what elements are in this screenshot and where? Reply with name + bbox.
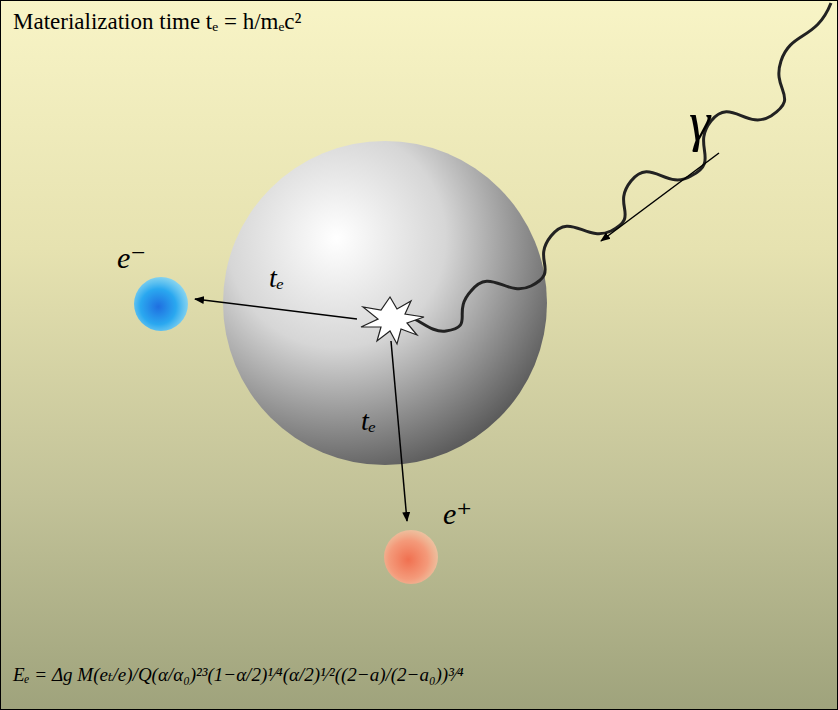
interaction-burst — [361, 297, 424, 344]
photon-wave — [396, 3, 831, 331]
nucleus-sphere — [223, 141, 547, 465]
positron-ball — [384, 530, 438, 584]
particle-label: e⁻ — [117, 241, 146, 274]
time-label: tₑ — [269, 263, 284, 294]
formula-caption: Eₑ = Δg M(eₜ/e)/Q(α/α₀)²³(1−α/2)¹⁄⁴(α/2)… — [13, 665, 464, 686]
particle-label: e⁺ — [443, 497, 472, 530]
positron-path-arrow — [391, 341, 407, 521]
electron-path-arrow — [195, 299, 357, 319]
heading-text: Materialization time tₑ = h/mₑc² — [13, 9, 301, 34]
photon-pointer-arrow — [601, 153, 719, 241]
time-label: tₑ — [361, 406, 376, 437]
electron-ball — [134, 277, 188, 331]
photon-symbol: γ — [689, 93, 710, 152]
